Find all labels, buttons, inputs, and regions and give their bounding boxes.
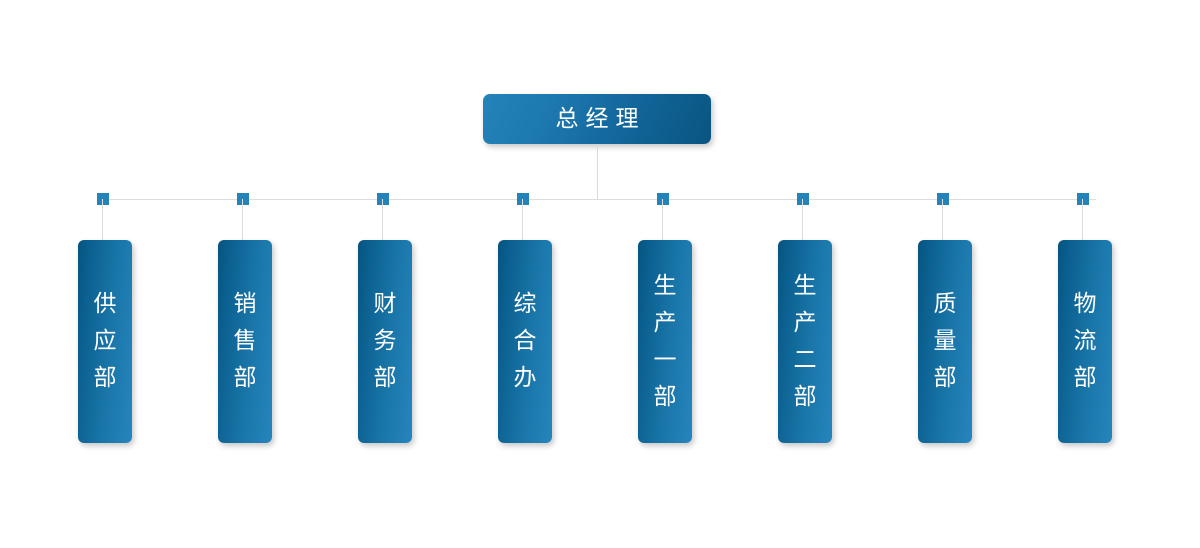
connector-drop-line bbox=[802, 199, 803, 241]
org-node-department-label: 销售部 bbox=[233, 291, 257, 391]
org-node-department-label: 生产一部 bbox=[653, 272, 677, 410]
connector-marker bbox=[517, 193, 529, 205]
org-node-department[interactable]: 质量部 bbox=[918, 240, 972, 443]
connector-drop-line bbox=[942, 199, 943, 241]
connector-drop-line bbox=[522, 199, 523, 241]
connector-marker bbox=[1077, 193, 1089, 205]
org-node-department[interactable]: 物流部 bbox=[1058, 240, 1112, 443]
org-node-department[interactable]: 供应部 bbox=[78, 240, 132, 443]
org-node-department-label: 物流部 bbox=[1073, 291, 1097, 391]
connector-marker bbox=[377, 193, 389, 205]
org-node-department-label: 供应部 bbox=[93, 291, 117, 391]
connector-drop-line bbox=[1082, 199, 1083, 241]
connector-marker bbox=[797, 193, 809, 205]
connector-drop-line bbox=[242, 199, 243, 241]
connector-bus-horizontal bbox=[97, 199, 1096, 200]
connector-marker bbox=[97, 193, 109, 205]
connector-drop-line bbox=[662, 199, 663, 241]
connector-drop-line bbox=[102, 199, 103, 241]
org-node-department-label: 综合办 bbox=[513, 291, 537, 391]
connector-marker bbox=[937, 193, 949, 205]
connector-drop-line bbox=[382, 199, 383, 241]
org-node-department[interactable]: 财务部 bbox=[358, 240, 412, 443]
org-node-department[interactable]: 生产二部 bbox=[778, 240, 832, 443]
org-node-department[interactable]: 生产一部 bbox=[638, 240, 692, 443]
connector-trunk-vertical bbox=[597, 144, 598, 200]
org-node-department-label: 生产二部 bbox=[793, 272, 817, 410]
org-node-department[interactable]: 销售部 bbox=[218, 240, 272, 443]
org-node-department-label: 质量部 bbox=[933, 291, 957, 391]
connector-marker bbox=[237, 193, 249, 205]
org-node-root[interactable]: 总经理 bbox=[483, 94, 711, 144]
org-node-department[interactable]: 综合办 bbox=[498, 240, 552, 443]
connector-marker bbox=[657, 193, 669, 205]
org-node-department-label: 财务部 bbox=[373, 291, 397, 391]
org-node-root-label: 总经理 bbox=[555, 105, 646, 132]
